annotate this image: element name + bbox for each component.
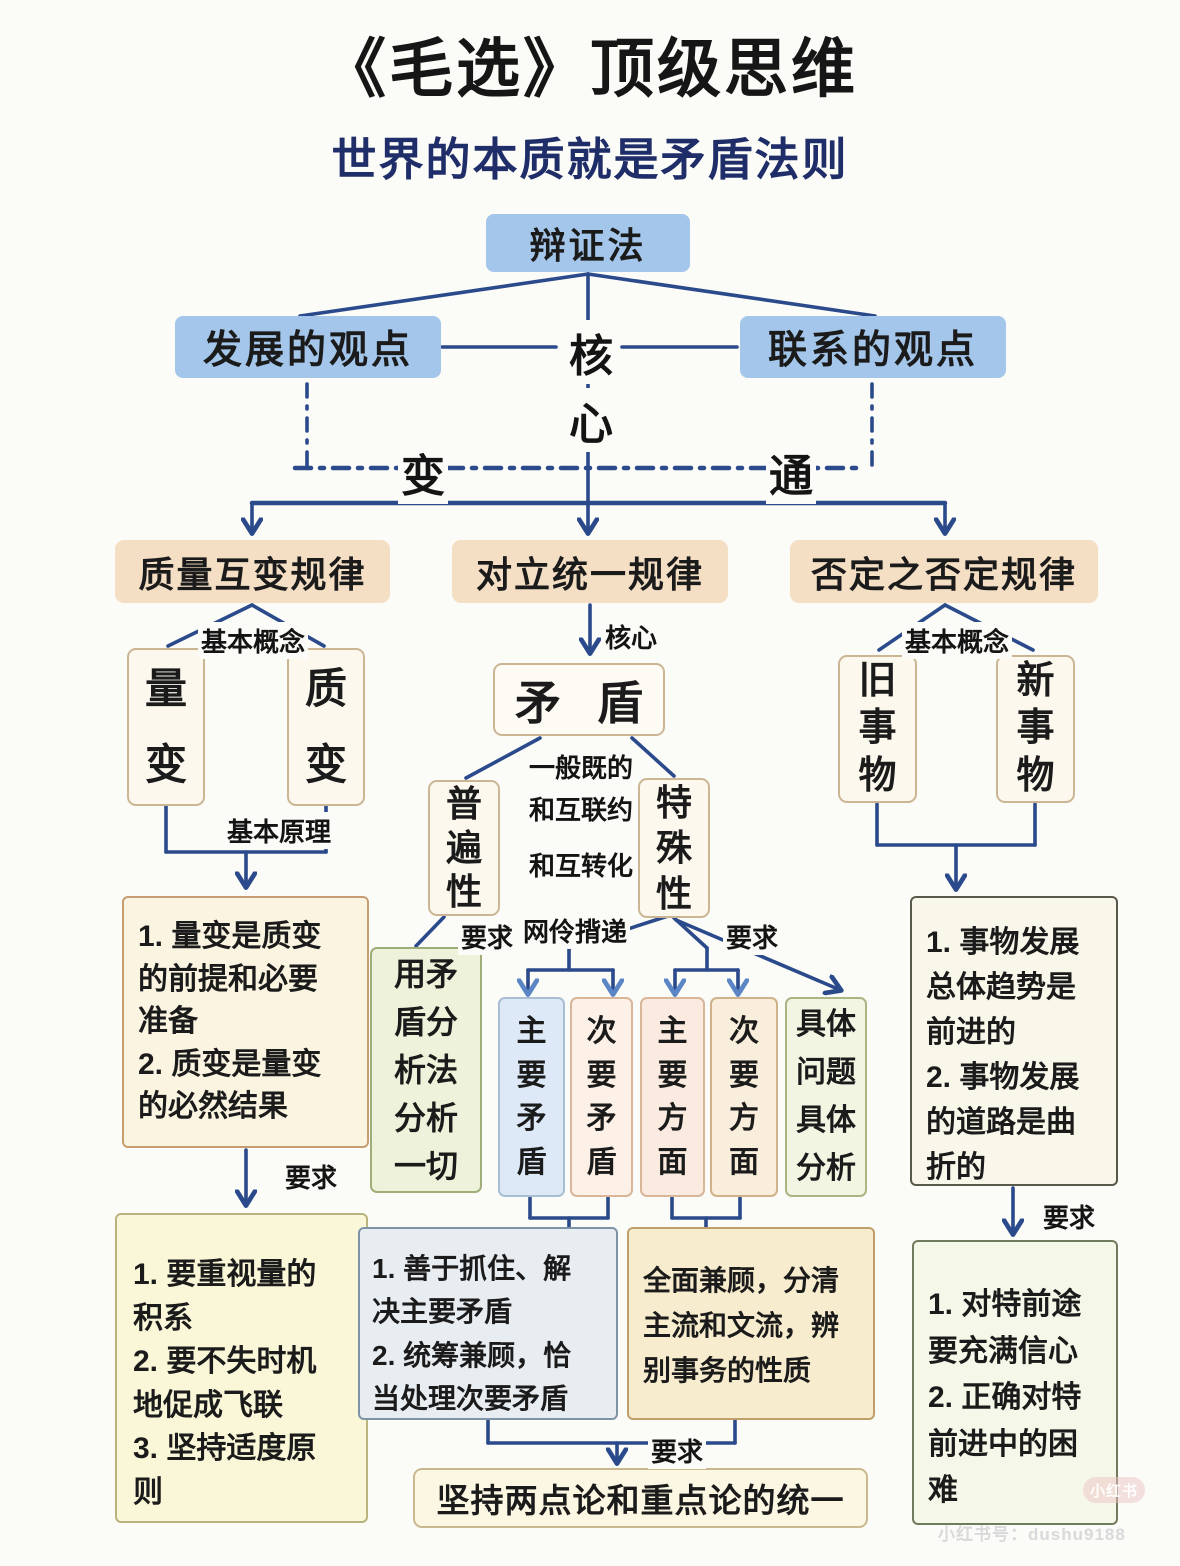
node-law-quantity-quality: 质量互变规律 [115,540,390,603]
negation-requirement-box: 1. 对特前途 要充满信心 2. 正确对特 前进中的困 难 [912,1240,1118,1525]
node-old-things: 旧事物 [838,655,917,803]
node-secondary-contradiction: 次要矛盾 [570,997,633,1197]
relation-line-2: 和互联约 [529,795,634,825]
node-quantitative-change: 量变 [127,648,205,806]
node-main-contradiction: 主要矛盾 [498,997,565,1197]
node-contradiction: 矛盾 [493,663,665,736]
aspect-requirement-box: 全面兼顾，分清 主流和文流，辨 别事务的性质 [627,1227,875,1420]
node-qualitative-change: 质变 [287,648,365,806]
page-subtitle: 世界的本质就是矛盾法则 [331,133,849,185]
core-char-top: 核 [566,320,616,384]
label-basic-concept-right: 基本概念 [902,622,1013,659]
label-basic-principle: 基本原理 [224,812,335,849]
node-analysis-method: 用矛盾分析法分析一切 [370,947,482,1193]
quantity-requirement-box: 1. 要重视量的 积系 2. 要不失时机 地促成飞联 3. 坚持适度原 则 [115,1213,368,1523]
label-requirement-right: 要求 [1040,1198,1099,1235]
page-title: 《毛选》顶级思维 [322,33,858,105]
label-requirement-mid-left: 要求 [458,918,517,955]
node-connection-view: 联系的观点 [740,316,1006,378]
xiaohongshu-badge: 小红书 [1083,1477,1145,1503]
node-main-aspect: 主要方面 [640,997,705,1197]
quantity-principle-box: 1. 量变是质变 的前提和必要 准备 2. 质变是量变 的必然结果 [122,896,369,1148]
bian-char: 变 [398,440,448,504]
core-char-bottom: 心 [566,388,616,452]
unity-requirement-box: 坚持两点论和重点论的统一 [413,1468,868,1528]
node-law-negation: 否定之否定规律 [790,540,1098,603]
contradiction-requirement-box: 1. 善于抓住、解 决主要矛盾 2. 统筹兼顾，恰 当处理次要矛盾 [358,1227,618,1420]
node-concrete-analysis: 具体问题具体分析 [785,997,867,1197]
node-particularity: 特殊性 [638,778,710,918]
label-requirement-mid-right: 要求 [723,918,782,955]
node-secondary-aspect: 次要方面 [710,997,778,1197]
watermark-account: 小红书号：dushu9188 [938,1525,1126,1544]
node-new-things: 新事物 [996,655,1075,803]
node-universality: 普遍性 [428,780,500,916]
label-basic-concept-left: 基本概念 [198,622,309,659]
label-mid-link: 网伶揹递 [520,912,631,949]
label-requirement-left: 要求 [282,1158,341,1195]
node-dialectics: 辩证法 [486,214,690,272]
negation-principle-box: 1. 事物发展 总体趋势是 前进的 2. 事物发展 的道路是曲 折的 [910,896,1118,1186]
label-core: 核心 [602,618,661,655]
relation-line-3: 和互转化 [529,851,634,881]
relation-line-1: 一般既的 [529,753,634,783]
label-requirement-bottom: 要求 [648,1432,707,1469]
node-law-unity-opposites: 对立统一规律 [452,540,728,603]
tong-char: 通 [766,440,816,504]
node-development-view: 发展的观点 [175,316,441,378]
